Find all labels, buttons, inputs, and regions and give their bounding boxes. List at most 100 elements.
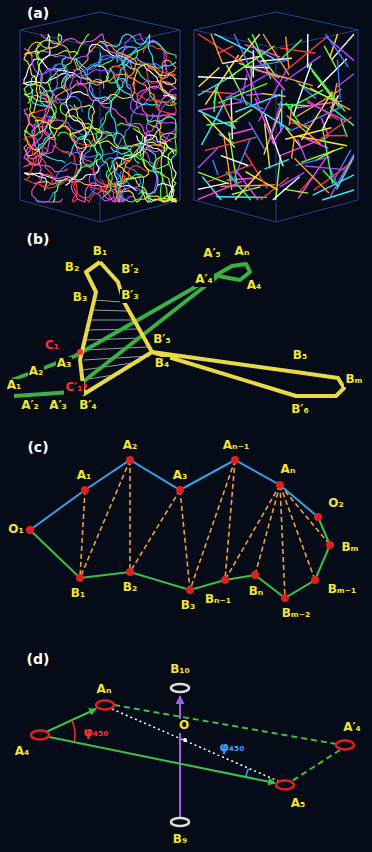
polymer-strand <box>47 57 163 78</box>
rod <box>235 171 261 200</box>
panel-label: (d) <box>26 652 51 667</box>
rod <box>254 60 288 66</box>
point-label: A′₃ <box>48 399 68 412</box>
rod <box>290 118 310 130</box>
point-label: Bₘ <box>344 373 363 386</box>
polymer-strand <box>60 75 130 149</box>
rod <box>257 50 274 59</box>
angle-arc <box>72 720 75 742</box>
point-label: A′₅ <box>202 247 222 260</box>
rod <box>249 122 265 149</box>
point-label: Aₙ <box>96 683 113 696</box>
center-dot <box>183 738 187 742</box>
polymer-strand <box>26 105 95 156</box>
cube-outline <box>20 12 358 222</box>
polymer-strand <box>116 162 176 202</box>
green-chain <box>12 264 250 396</box>
rod <box>283 189 308 193</box>
point-label: B′₆ <box>290 403 310 416</box>
rod <box>198 172 229 184</box>
point-label: A₃ <box>172 469 189 482</box>
rod <box>214 86 216 112</box>
chain-b <box>30 517 330 598</box>
rod <box>337 156 354 189</box>
rod <box>280 137 329 156</box>
point-label: B₉ <box>172 833 188 846</box>
pairing-lines <box>80 460 330 598</box>
point-label: A₁ <box>6 379 23 392</box>
polymer-strand <box>32 116 119 152</box>
point-label: B₁₀ <box>169 663 191 676</box>
point-label: B₁ <box>70 587 86 600</box>
point-label: B₂ <box>64 261 80 274</box>
polymer-strand <box>78 70 168 117</box>
point-label: A′₄ <box>194 273 214 286</box>
bead-ring <box>31 684 354 826</box>
rod <box>202 102 225 145</box>
point-label: Bₘ₋₁ <box>327 583 358 596</box>
rod <box>298 139 307 160</box>
point-label: C₁ <box>44 339 60 352</box>
rod <box>323 135 348 137</box>
rod <box>245 45 280 57</box>
point-label: A′₄ <box>342 721 362 734</box>
vector-arrow <box>49 737 275 783</box>
rod <box>338 60 341 99</box>
point-label: B′₄ <box>78 399 98 412</box>
rod <box>207 164 252 182</box>
rod <box>211 34 223 63</box>
dashed-edge <box>114 705 340 781</box>
point-label: A₂ <box>28 365 45 378</box>
rod <box>290 123 311 127</box>
polymer-strand <box>24 146 78 202</box>
polymer-strand <box>24 108 56 159</box>
rod <box>198 181 242 199</box>
polymer-strand <box>64 42 137 90</box>
rod <box>216 196 266 198</box>
point-label: Bₙ <box>248 585 265 598</box>
rod <box>293 64 311 116</box>
rod <box>231 97 232 140</box>
rod <box>292 138 295 159</box>
point-label: Aₙ <box>280 463 297 476</box>
polymer-strand <box>36 34 78 60</box>
polymer-strand <box>24 159 99 190</box>
chain-a <box>30 460 318 530</box>
rod <box>198 34 244 64</box>
point-label: B₄ <box>154 357 170 370</box>
bead-dot <box>26 456 334 602</box>
rod <box>280 172 304 186</box>
point-label: Bₘ₋₂ <box>281 607 312 620</box>
rod <box>253 50 254 77</box>
point-label: B₅ <box>292 349 308 362</box>
rod <box>299 177 313 193</box>
point-label: A₄ <box>14 745 31 758</box>
point-label: B′₃ <box>120 289 140 302</box>
polymer-strand <box>111 66 176 114</box>
rod <box>307 102 346 121</box>
point-label: A₄ <box>246 279 263 292</box>
rod <box>218 83 267 103</box>
polymer-strand <box>36 117 104 202</box>
polymer-strand <box>24 51 40 150</box>
point-label: O₂ <box>327 497 344 510</box>
rod <box>246 94 262 96</box>
rod <box>213 160 218 175</box>
polymer-network <box>24 34 176 202</box>
polymer-strand <box>100 64 176 103</box>
point-label: C′₁ <box>64 381 83 394</box>
rod <box>214 34 254 54</box>
rod <box>285 37 328 72</box>
rod <box>255 98 274 144</box>
point-label: B′₅ <box>152 333 172 346</box>
point-label: O₁ <box>7 523 24 536</box>
rod <box>280 48 315 53</box>
rod <box>217 46 233 54</box>
polymer-strand <box>24 84 56 140</box>
polymer-strand <box>53 132 97 202</box>
polymer-strand <box>39 175 121 202</box>
rod <box>326 34 349 67</box>
point-label: O <box>178 719 190 732</box>
yellow-chain <box>80 262 344 396</box>
rod <box>323 170 338 186</box>
